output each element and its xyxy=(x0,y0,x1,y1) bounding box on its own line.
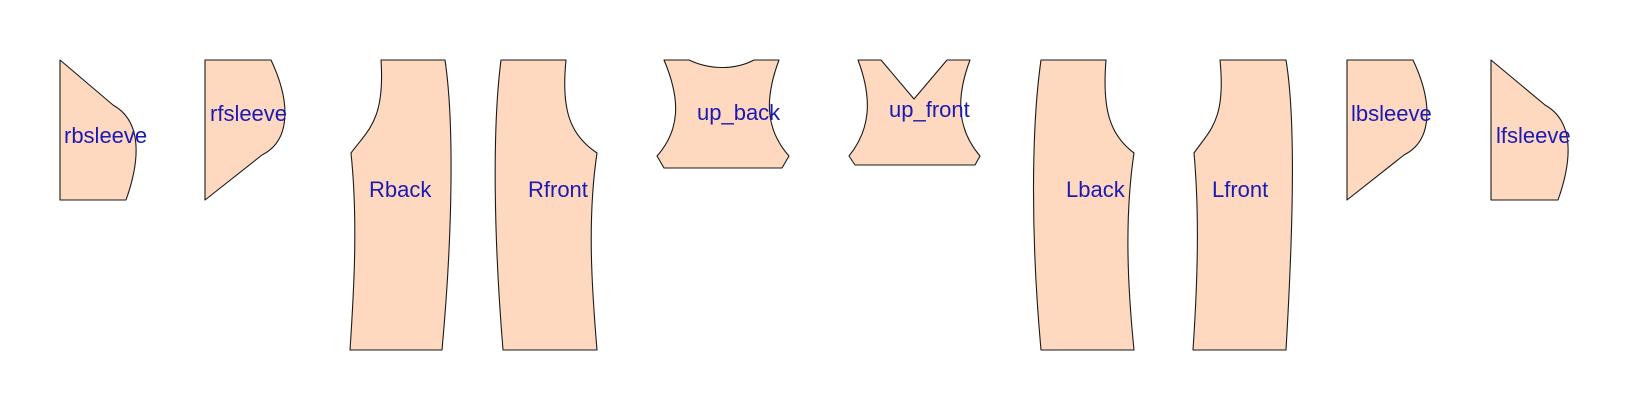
piece-up-front-shape xyxy=(848,59,981,166)
piece-lback[interactable]: Lback xyxy=(1032,59,1135,351)
piece-lfront[interactable]: Lfront xyxy=(1192,59,1293,351)
piece-lback-shape xyxy=(1032,59,1135,351)
piece-lbsleeve[interactable]: lbsleeve xyxy=(1346,59,1432,201)
piece-rfsleeve-label: rfsleeve xyxy=(210,101,287,126)
piece-lbsleeve-label: lbsleeve xyxy=(1351,101,1432,126)
piece-lfront-label: Lfront xyxy=(1212,177,1268,202)
piece-lfsleeve-shape xyxy=(1490,59,1569,201)
piece-up-back[interactable]: up_back xyxy=(656,59,790,169)
piece-rfsleeve[interactable]: rfsleeve xyxy=(204,59,287,201)
piece-lfront-shape xyxy=(1192,59,1293,351)
piece-lfsleeve[interactable]: lfsleeve xyxy=(1490,59,1571,201)
piece-rbsleeve[interactable]: rbsleeve xyxy=(59,59,147,201)
piece-lfsleeve-label: lfsleeve xyxy=(1496,123,1571,148)
piece-rfsleeve-shape xyxy=(204,59,286,201)
piece-up-back-shape xyxy=(656,59,790,169)
piece-rback-shape xyxy=(349,59,452,351)
piece-rback-label: Rback xyxy=(369,177,432,202)
piece-up-back-label: up_back xyxy=(697,100,781,125)
piece-rback[interactable]: Rback xyxy=(349,59,452,351)
piece-lback-label: Lback xyxy=(1066,177,1126,202)
piece-rfront-shape xyxy=(494,59,598,351)
piece-rfront-label: Rfront xyxy=(528,177,588,202)
piece-up-front-label: up_front xyxy=(889,97,970,122)
piece-up-front[interactable]: up_front xyxy=(848,59,981,166)
piece-lbsleeve-shape xyxy=(1346,59,1428,201)
piece-rbsleeve-shape xyxy=(59,59,137,201)
piece-rbsleeve-label: rbsleeve xyxy=(64,123,147,148)
piece-rfront[interactable]: Rfront xyxy=(494,59,598,351)
